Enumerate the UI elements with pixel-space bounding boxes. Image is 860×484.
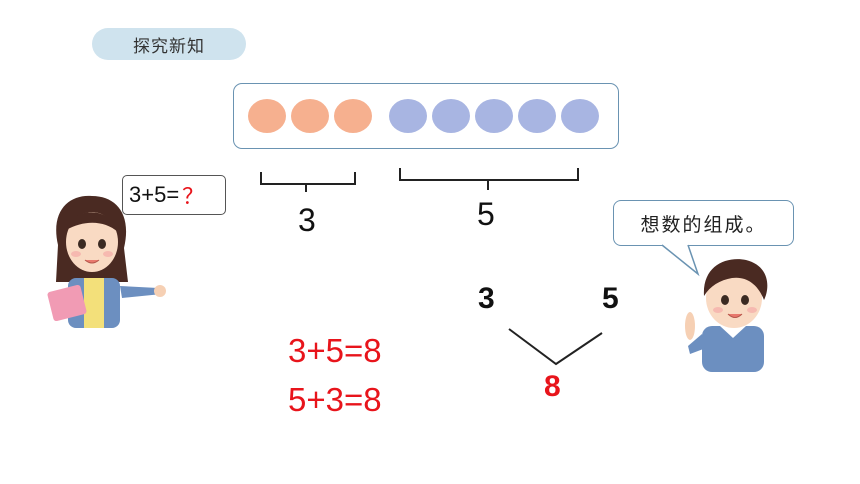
orange-counter: [291, 99, 329, 133]
question-mark: ？: [182, 184, 205, 209]
speech-tail: [661, 244, 700, 277]
composition-total: 8: [544, 370, 561, 403]
right-brace: [399, 168, 579, 190]
blue-counter: [475, 99, 513, 133]
orange-counter: [248, 99, 286, 133]
section-title: 探究新知: [92, 28, 246, 60]
girl-illustration: [47, 195, 166, 328]
question-text: 3+5=: [129, 182, 180, 207]
counter-tray: [233, 83, 619, 149]
orange-counter: [334, 99, 372, 133]
composition-left: 3: [478, 282, 495, 315]
blue-counter: [518, 99, 556, 133]
equation-1: 3+5=8: [288, 332, 382, 369]
left-brace-label: 3: [298, 202, 316, 238]
left-brace: [260, 172, 356, 192]
speech-bubble: 想数的组成。: [613, 200, 794, 246]
blue-counter: [432, 99, 470, 133]
composition-right: 5: [602, 282, 619, 315]
right-brace-label: 5: [477, 196, 495, 232]
composition-lines: [508, 328, 603, 366]
speech-text: 想数的组成。: [640, 213, 767, 236]
equation-2: 5+3=8: [288, 381, 382, 418]
blue-counter: [389, 99, 427, 133]
question-bubble: 3+5=？: [122, 175, 226, 215]
boy-illustration: [685, 259, 768, 372]
blue-counter: [561, 99, 599, 133]
